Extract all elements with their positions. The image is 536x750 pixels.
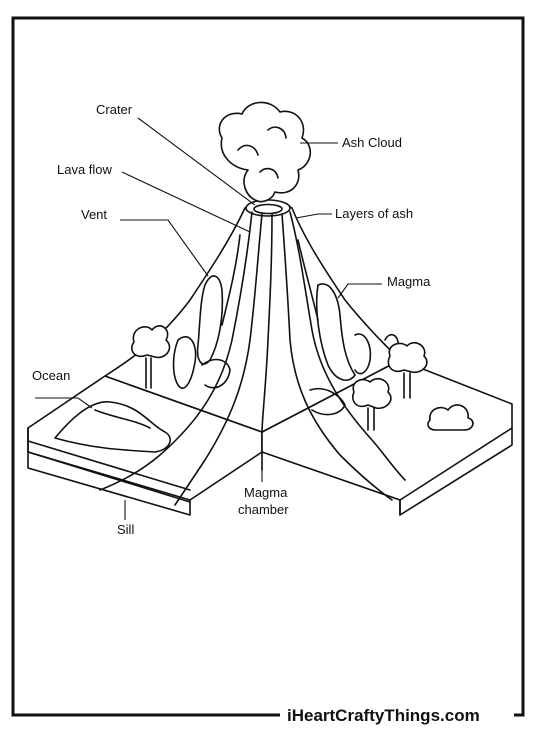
label-magma-chamber-line2: chamber (238, 502, 289, 517)
label-sill: Sill (117, 522, 134, 537)
label-crater: Crater (96, 102, 133, 117)
bush-right (428, 405, 473, 430)
label-magma-chamber-line1: Magma (244, 485, 288, 500)
label-lava-flow: Lava flow (57, 162, 113, 177)
label-vent: Vent (81, 207, 107, 222)
label-ash-cloud: Ash Cloud (342, 135, 402, 150)
footer-brand: iHeartCraftyThings.com (287, 706, 480, 725)
label-magma: Magma (387, 274, 431, 289)
ash-cloud (219, 102, 310, 201)
label-ocean: Ocean (32, 368, 70, 383)
label-layers-of-ash: Layers of ash (335, 206, 413, 221)
